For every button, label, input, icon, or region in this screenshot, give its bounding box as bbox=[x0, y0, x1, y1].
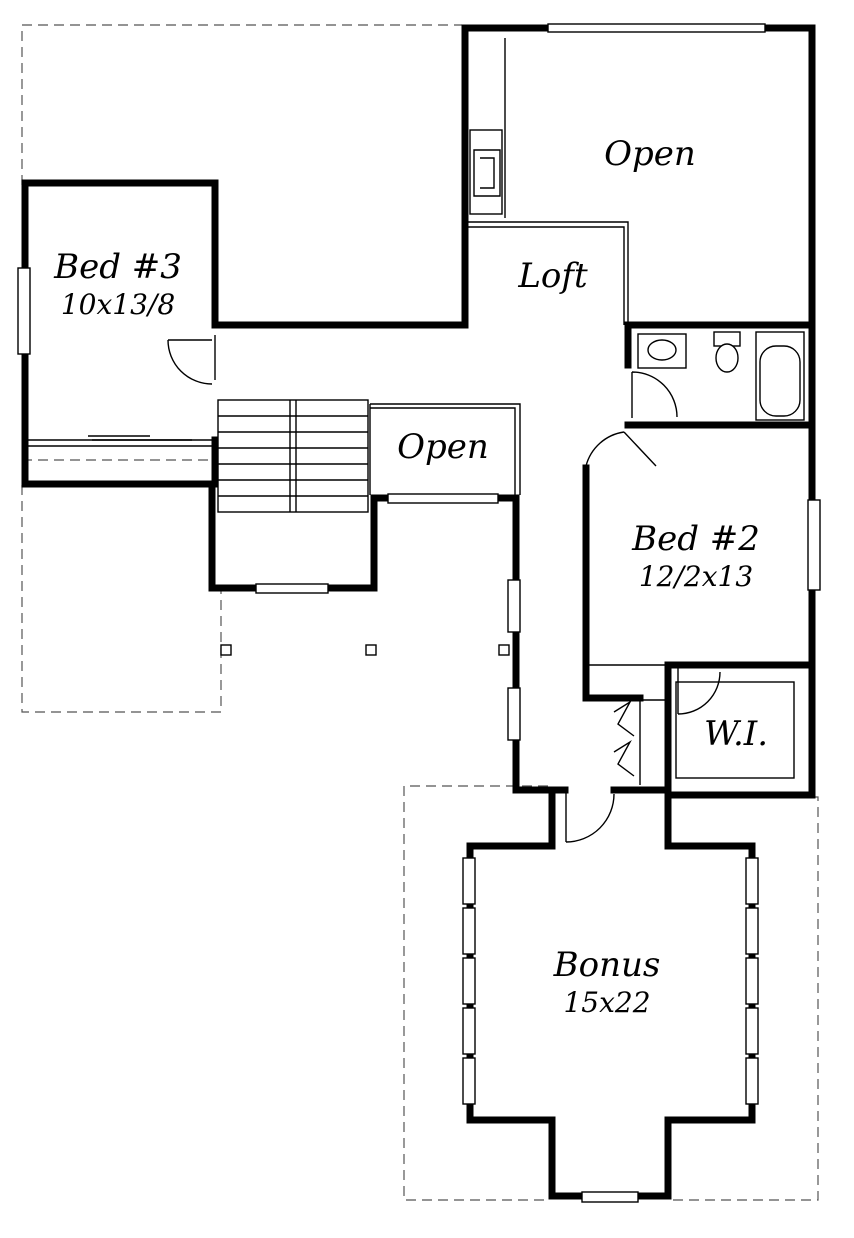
room-size-bed2: 12/2x13 bbox=[639, 560, 753, 593]
roof-outlines bbox=[21, 24, 819, 1201]
room-size-bonus: 15x22 bbox=[563, 986, 650, 1019]
room-label-bed2: Bed #2 bbox=[631, 519, 760, 559]
walls bbox=[21, 24, 816, 1200]
room-label-open-top: Open bbox=[604, 134, 696, 174]
room-label-bed3: Bed #3 bbox=[53, 247, 182, 287]
posts bbox=[220, 644, 510, 656]
room-label-walk-in: W.I. bbox=[704, 714, 768, 754]
room-label-loft: Loft bbox=[517, 256, 588, 296]
partitions bbox=[25, 38, 669, 785]
windows bbox=[17, 23, 821, 1203]
staircase bbox=[217, 399, 369, 513]
doors bbox=[88, 339, 721, 843]
room-size-bed3: 10x13/8 bbox=[61, 288, 175, 321]
fixtures bbox=[469, 129, 805, 779]
room-label-open-stair: Open bbox=[397, 427, 489, 467]
room-label-bonus: Bonus bbox=[553, 945, 661, 985]
